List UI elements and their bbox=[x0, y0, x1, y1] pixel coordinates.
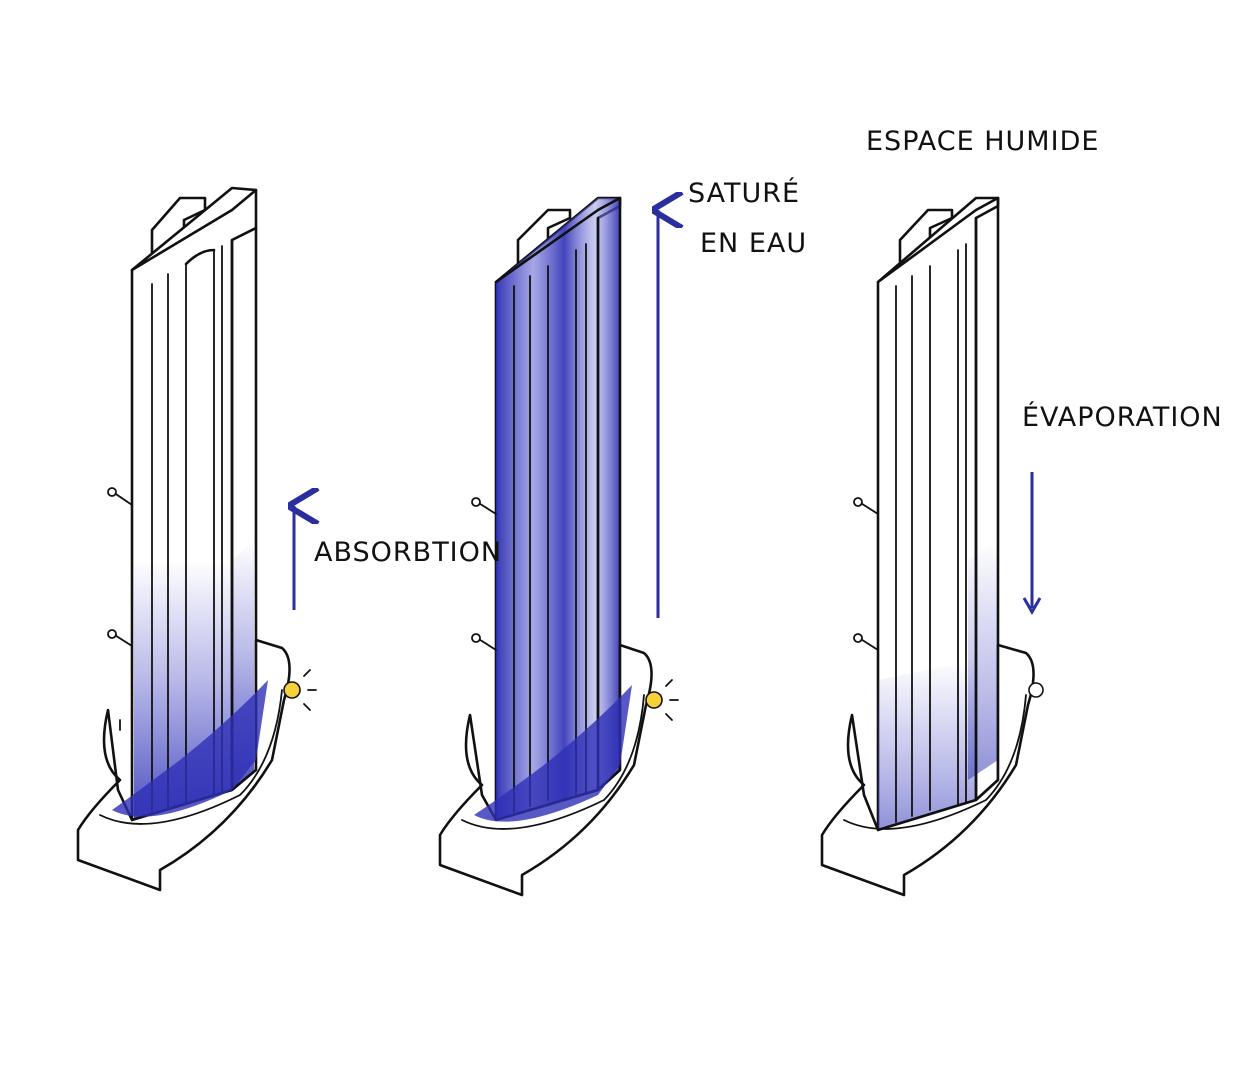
basin bbox=[820, 643, 1035, 897]
water-level bbox=[878, 660, 976, 830]
sensor-light bbox=[1028, 682, 1044, 698]
basin bbox=[438, 643, 653, 897]
label-humid-space: ESPACE HUMIDE bbox=[866, 126, 1100, 157]
label-evaporation: ÉVAPORATION bbox=[1022, 402, 1223, 433]
unit-absorption bbox=[76, 186, 316, 892]
label-absorption: ABSORBTION bbox=[314, 537, 503, 568]
basin bbox=[76, 638, 291, 892]
sensor-light bbox=[645, 691, 663, 709]
label-saturated-line2: EN EAU bbox=[700, 228, 808, 259]
water-level bbox=[496, 198, 620, 820]
unit-evaporation bbox=[820, 196, 1044, 897]
label-saturated-line1: SATURÉ bbox=[688, 178, 801, 209]
sensor-light bbox=[283, 681, 301, 699]
unit-saturated bbox=[438, 198, 678, 897]
